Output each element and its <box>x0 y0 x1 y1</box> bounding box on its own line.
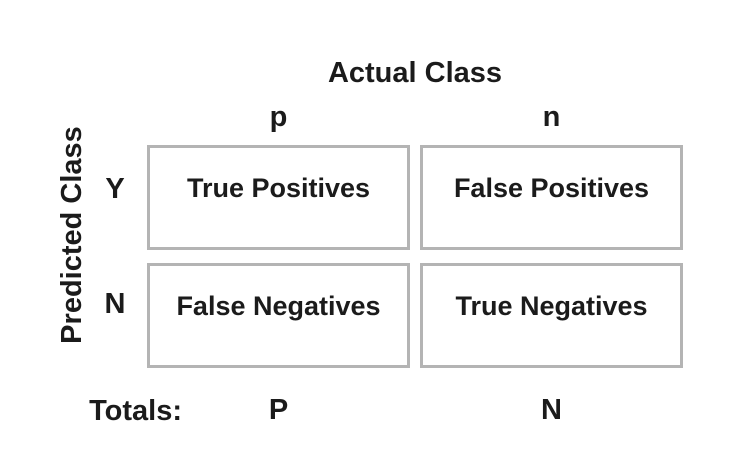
cell-true-positives: True Positives <box>147 145 410 250</box>
cell-true-positives-label: True Positives <box>186 173 371 203</box>
cell-false-positives-label: False Positives <box>453 173 650 203</box>
cell-false-positives: False Positives <box>420 145 683 250</box>
column-header-n: n <box>542 101 561 133</box>
total-negatives: N <box>541 394 562 426</box>
cell-true-negatives: True Negatives <box>420 263 683 368</box>
total-positives: P <box>268 394 289 426</box>
row-header-n: N <box>104 288 126 320</box>
totals-label: Totals: <box>89 395 182 427</box>
row-axis-title: Predicted Class <box>56 126 88 344</box>
row-header-y: Y <box>105 173 125 205</box>
column-axis-title: Actual Class <box>327 57 503 89</box>
cell-true-negatives-label: True Negatives <box>455 291 648 321</box>
cell-false-negatives: False Negatives <box>147 263 410 368</box>
cell-false-negatives-label: False Negatives <box>176 291 381 321</box>
column-header-p: p <box>269 101 288 133</box>
